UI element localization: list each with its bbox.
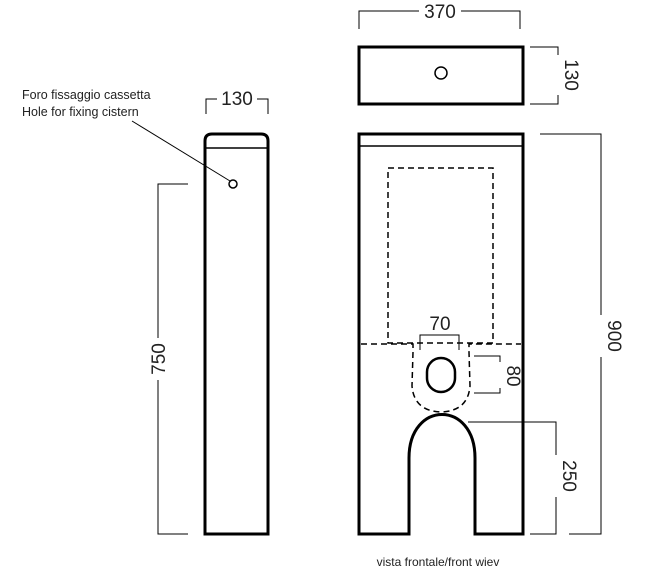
front-view <box>357 132 525 536</box>
top-view-outline <box>357 45 525 106</box>
svg-text:250: 250 <box>558 460 579 492</box>
svg-text:900: 900 <box>603 320 624 352</box>
top-view <box>357 45 525 106</box>
dimension-arch-height: 250 <box>468 421 579 535</box>
front-view-outline <box>357 132 525 536</box>
svg-text:130: 130 <box>560 59 581 91</box>
outlet-opening <box>425 356 457 394</box>
fixing-hole <box>228 179 238 189</box>
annotation-leader <box>131 120 231 182</box>
dimension-top-width: 370 <box>358 0 521 29</box>
side-view-outline <box>203 132 270 536</box>
dimension-outlet-height: 80 <box>474 355 523 394</box>
view-caption: vista frontale/front wiev <box>377 555 500 569</box>
annotation-line-1: Foro fissaggio cassetta <box>22 88 151 102</box>
svg-text:750: 750 <box>149 343 170 375</box>
dimension-side-width: 130 <box>205 88 269 114</box>
dimension-outlet-width: 70 <box>419 312 460 350</box>
hidden-cistern <box>387 167 494 344</box>
side-view <box>203 132 270 536</box>
svg-text:70: 70 <box>429 314 450 335</box>
hidden-outlet-profile <box>361 343 521 413</box>
top-view-hole <box>434 66 448 80</box>
svg-text:80: 80 <box>502 365 523 386</box>
dimension-top-depth: 130 <box>530 46 581 105</box>
annotation-line-2: Hole for fixing cistern <box>22 105 139 119</box>
dimension-total-height: 900 <box>540 133 624 535</box>
svg-text:370: 370 <box>424 2 456 23</box>
dimension-side-height: 750 <box>147 183 188 535</box>
svg-text:130: 130 <box>221 89 253 110</box>
